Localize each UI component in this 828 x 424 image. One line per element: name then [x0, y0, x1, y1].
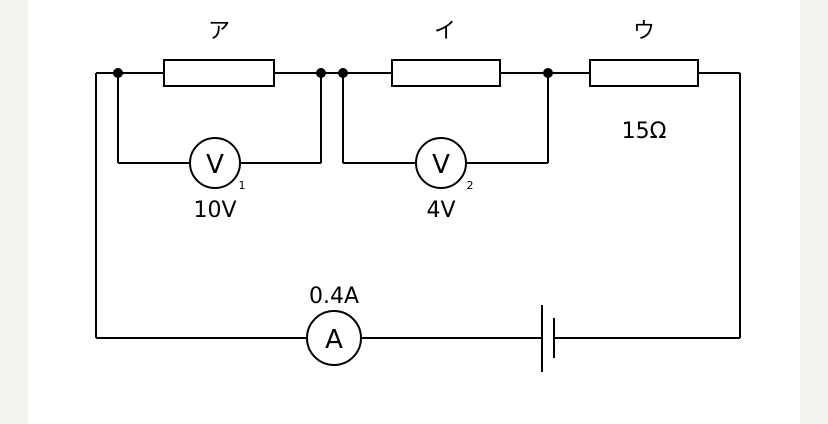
resistor-a: [163, 59, 275, 87]
ammeter: [306, 310, 362, 366]
junction-dot: [316, 68, 326, 78]
voltmeter-1-reading: 10V: [193, 198, 236, 223]
junction-dot: [338, 68, 348, 78]
resistor-i: [391, 59, 501, 87]
voltmeter-1: [189, 137, 241, 189]
resistor-u-value: 15Ω: [622, 119, 667, 144]
diagram-panel: [28, 0, 800, 424]
voltmeter-1-symbol: V: [206, 150, 224, 180]
voltmeter-2-subscript: 2: [467, 179, 474, 192]
voltmeter-1-subscript: 1: [239, 179, 246, 192]
resistor-a-label: ア: [208, 19, 230, 44]
voltmeter-2-symbol: V: [432, 150, 450, 180]
junction-dot: [113, 68, 123, 78]
resistor-u-label: ウ: [633, 19, 655, 44]
resistor-u: [589, 59, 699, 87]
ammeter-symbol: A: [325, 325, 343, 355]
voltmeter-2: [415, 137, 467, 189]
ammeter-reading: 0.4A: [309, 284, 359, 309]
junction-dot: [543, 68, 553, 78]
voltmeter-2-reading: 4V: [426, 198, 455, 223]
resistor-i-label: イ: [434, 19, 456, 44]
